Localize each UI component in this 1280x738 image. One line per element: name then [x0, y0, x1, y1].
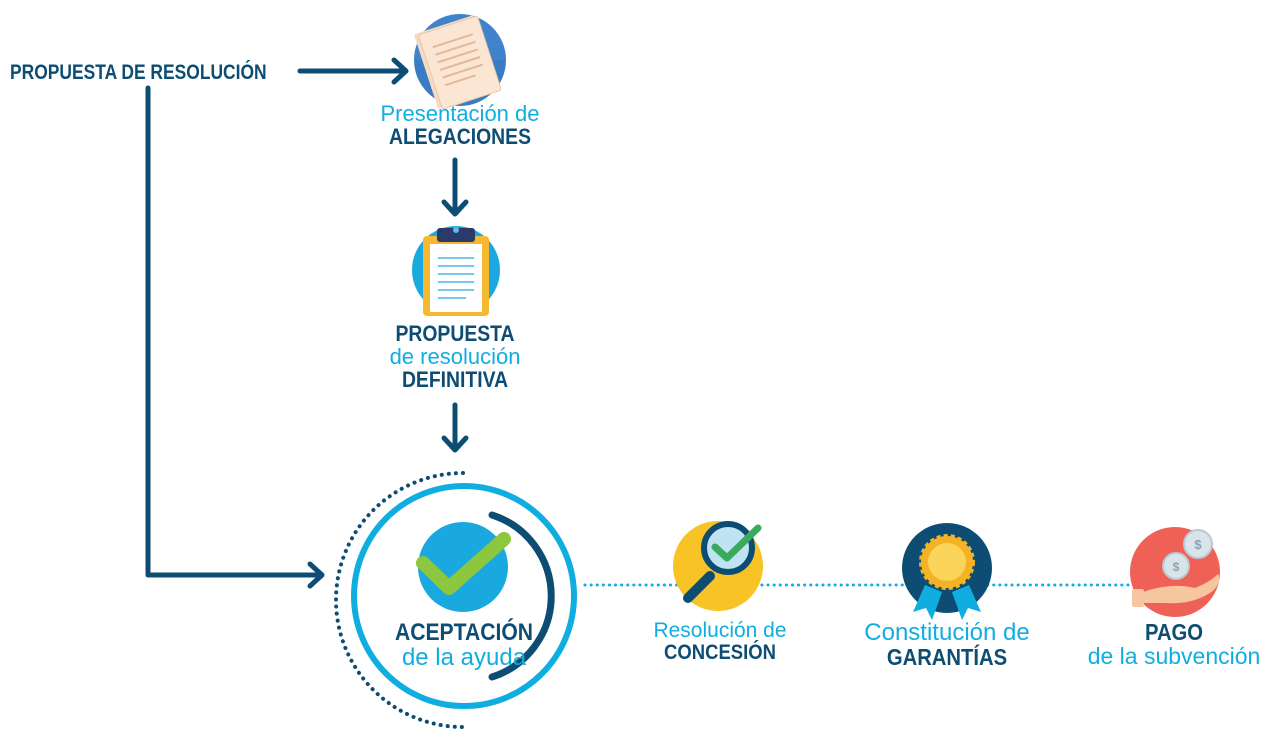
alegaciones-line1: Presentación de [380, 101, 540, 126]
concesion-label: Resolución de CONCESIÓN [620, 619, 820, 665]
garantias-line1: Constitución de [864, 619, 1030, 646]
arrow-definitiva-to-aceptacion [441, 402, 469, 453]
definitiva-label: PROPUESTA de resolución DEFINITIVA [335, 322, 575, 391]
checkmark-icon [416, 522, 511, 612]
arrow-start-to-alegaciones [297, 57, 409, 85]
concesion-line2: CONCESIÓN [664, 641, 776, 665]
aceptacion-label: ACEPTACIÓN de la ayuda [354, 619, 574, 672]
dotted-outer-arc [334, 471, 465, 729]
definitiva-line2: de resolución [389, 344, 521, 370]
aceptacion-node [334, 471, 577, 729]
definitiva-line1: PROPUESTA [395, 321, 515, 346]
arrow-alegaciones-to-definitiva [441, 157, 469, 217]
start-label-text: PROPUESTA DE RESOLUCIÓN [10, 61, 267, 84]
garantias-label: Constitución de GARANTÍAS [837, 619, 1057, 671]
arrow-start-to-aceptacion [145, 85, 325, 589]
dark-inner-arc [488, 511, 555, 681]
svg-text:$: $ [1194, 537, 1202, 552]
pago-label: PAGO de la subvención [1070, 620, 1278, 668]
clipboard-icon [412, 226, 500, 316]
aceptacion-line2: de la ayuda [401, 644, 527, 672]
pago-line2: de la subvención [1087, 643, 1261, 670]
award-medal-icon [902, 523, 992, 620]
start-node-label: PROPUESTA DE RESOLUCIÓN [10, 61, 300, 85]
aceptacion-line1: ACEPTACIÓN [394, 619, 534, 646]
concesion-line1: Resolución de [653, 619, 787, 642]
pago-line1: PAGO [1144, 619, 1204, 645]
alegaciones-label: Presentación de ALEGACIONES [340, 102, 580, 148]
garantias-line2: GARANTÍAS [886, 644, 1008, 671]
magnifier-check-icon [673, 521, 763, 611]
svg-text:$: $ [1173, 560, 1180, 574]
definitiva-line3: DEFINITIVA [401, 367, 509, 393]
documents-icon [414, 14, 506, 110]
hand-coins-icon [1130, 527, 1220, 617]
alegaciones-line2: ALEGACIONES [388, 124, 531, 150]
